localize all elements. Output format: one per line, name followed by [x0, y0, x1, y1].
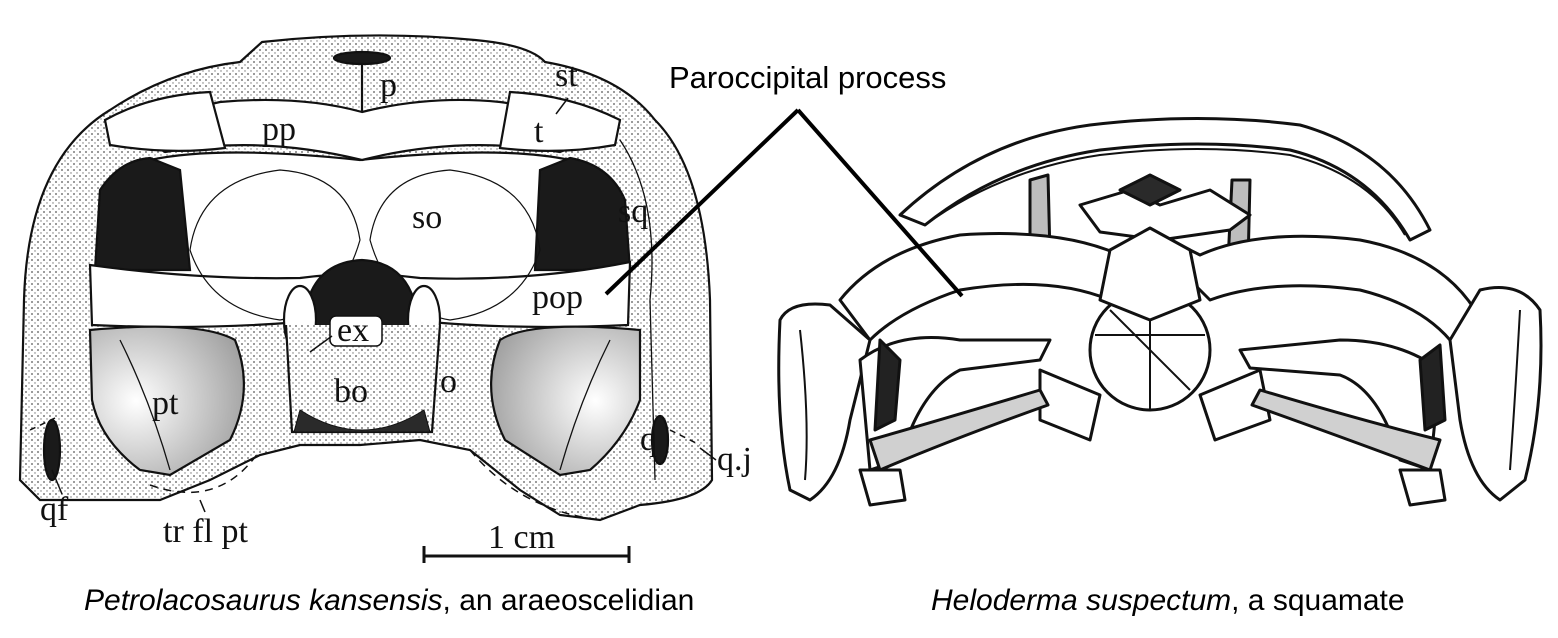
leader-qj	[699, 447, 717, 461]
foramen-magnum-right	[1098, 226, 1202, 322]
paroccipital-callout: Paroccipital process	[604, 60, 964, 298]
leader-ex	[309, 335, 333, 353]
right-pterygoid-suture	[559, 339, 611, 471]
label-qj: q.j	[717, 441, 752, 478]
scale-bar: 1 cm	[422, 519, 631, 563]
left-shadow	[873, 338, 902, 432]
leader-tr-fl-pt	[199, 499, 206, 513]
label-sq: sq	[618, 193, 648, 230]
right-paroccipital-wing	[1168, 234, 1477, 342]
quadratojugal-dashed	[29, 417, 701, 446]
caption-heloderma-species: Heloderma suspectum	[931, 584, 1232, 617]
label-t: t	[534, 113, 544, 150]
label-so: so	[412, 199, 442, 236]
label-tr-fl-pt: tr fl pt	[163, 513, 249, 550]
label-ex: ex	[337, 312, 369, 349]
caption-heloderma: Heloderma suspectum, a squamate	[931, 584, 1405, 618]
condyle-underside	[293, 409, 431, 433]
right-shadow	[1418, 343, 1447, 432]
crest-dark	[1118, 173, 1182, 207]
right-basipterygoid	[1198, 368, 1272, 442]
right-quadrate-inner	[1509, 309, 1521, 471]
callout-leader-left	[604, 108, 800, 296]
right-lower-foot	[1398, 468, 1447, 507]
right-tabular	[498, 90, 622, 152]
label-pp: pp	[262, 111, 296, 148]
supraoccipital-lobe-left	[189, 169, 361, 321]
leader-qf	[51, 469, 63, 495]
label-bo: bo	[334, 373, 368, 410]
label-pt: pt	[152, 385, 179, 422]
left-quadrate-block	[777, 302, 872, 502]
squamosal-suture	[619, 139, 656, 481]
left-lower-foot	[858, 468, 907, 507]
label-pop: pop	[532, 279, 583, 316]
leader-st	[555, 97, 569, 115]
left-pterygoid-suture	[119, 339, 171, 471]
caption-petrolacosaurus: Petrolacosaurus kansensis, an araeosceli…	[84, 584, 694, 618]
label-o: o	[440, 363, 457, 400]
right-temporal-opening	[533, 156, 632, 272]
skull-roof-shadow	[924, 148, 1406, 236]
scale-bar-label: 1 cm	[488, 519, 555, 556]
left-tabular	[103, 90, 227, 152]
right-quadrate-foramen	[650, 414, 670, 466]
left-pterygoid	[88, 325, 245, 477]
label-q: q	[640, 421, 657, 458]
petrolacosaurus-skull-drawing	[18, 34, 714, 522]
pineal-mark	[332, 50, 392, 66]
left-lower-rod	[868, 388, 1050, 472]
caption-petrolacosaurus-rest: , an araeoscelidian	[442, 584, 695, 617]
caption-heloderma-rest: , a squamate	[1231, 584, 1405, 617]
caption-petrolacosaurus-species: Petrolacosaurus kansensis	[84, 584, 443, 617]
skull-roof-arch	[898, 117, 1432, 242]
label-p: p	[380, 67, 397, 104]
heloderma-skull-drawing	[777, 117, 1543, 507]
callout-label: Paroccipital process	[669, 60, 946, 95]
petrolacosaurus-labels: p st pp t so sq pop ex bo o pt q q.j qf …	[40, 57, 752, 550]
left-temporal-opening	[93, 156, 192, 272]
right-quadrate-block	[1448, 286, 1543, 502]
right-pterygoid	[490, 325, 642, 477]
label-ex-box	[329, 315, 383, 347]
label-st: st	[555, 57, 578, 94]
callout-leader-right	[796, 108, 964, 298]
transverse-flange-dashed	[149, 449, 601, 521]
left-quadrate-inner	[799, 329, 808, 481]
label-qf: qf	[40, 491, 69, 528]
